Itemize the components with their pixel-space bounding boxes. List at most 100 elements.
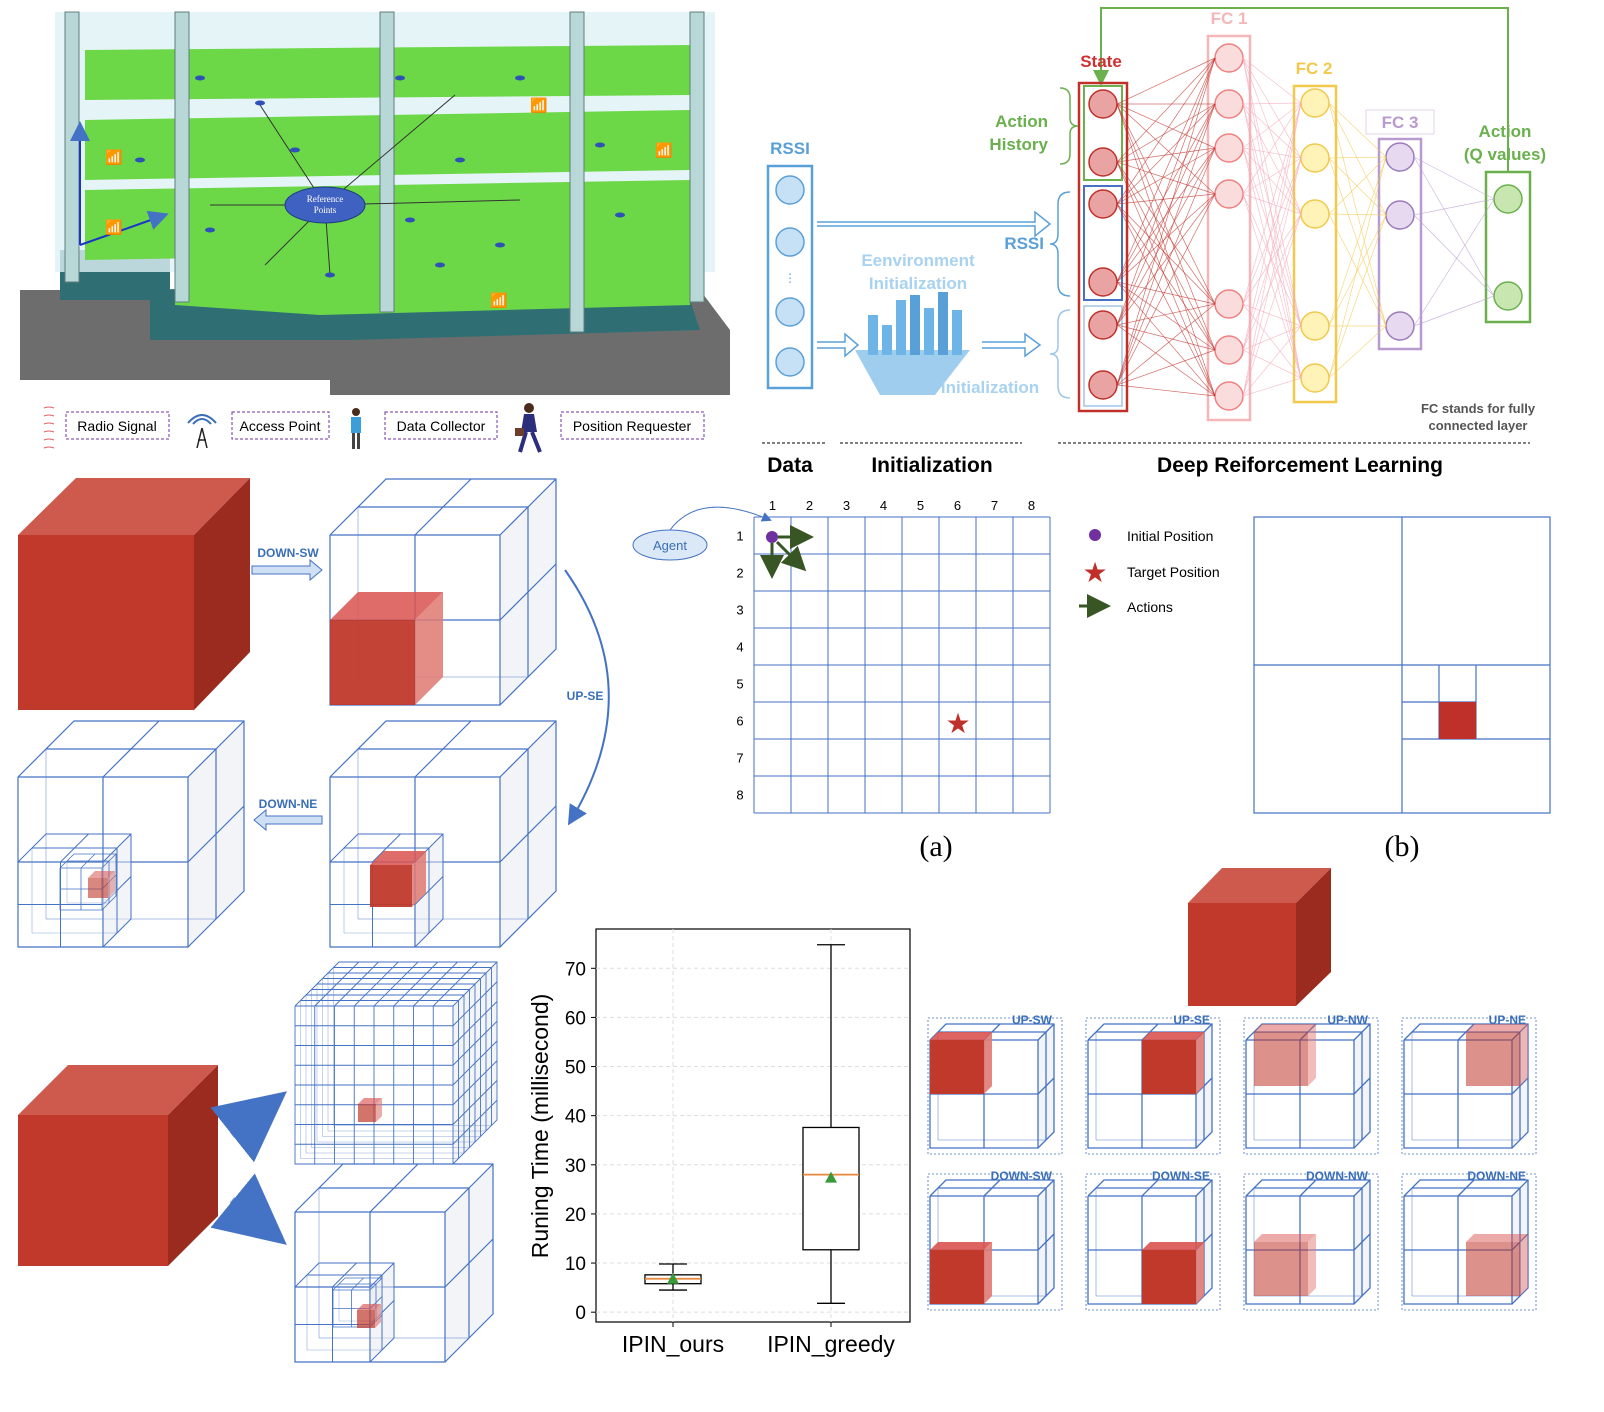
action-cube-up-sw: UP-SW [927,1013,1063,1155]
x-tick-label: IPIN_ours [622,1331,724,1357]
label-up-se: UP-SE [567,689,604,703]
legend-actions: Actions [1127,599,1173,615]
col-label: 8 [1028,498,1035,513]
action-cube-up-ne: UP-NE [1401,1013,1537,1155]
caption-b: (b) [1385,830,1420,863]
access-point-icons: 📶 📶 📶 📶 📶 [105,97,672,309]
legend-access-point: Access Point [240,418,321,434]
legend-initial: Initial Position [1127,528,1213,544]
action-label: Action(Q values) [1464,122,1546,164]
octree-cube [294,1163,494,1363]
access-point-icon [187,414,217,449]
initial-position-marker [766,531,778,543]
action-cube-label: UP-NW [1327,1013,1368,1027]
row-label: 3 [736,603,743,618]
position-requester-icon [515,403,542,453]
legend-radio-signal: Radio Signal [77,418,156,434]
box-IPIN_ours [644,1263,702,1291]
fc1-layer [1206,34,1252,422]
action-cube-up-nw: UP-NW [1243,1013,1379,1155]
target-cell [1439,702,1476,739]
y-tick-label: 40 [565,1107,586,1128]
label-down-ne: DOWN-NE [259,797,318,811]
col-label: 1 [769,498,776,513]
action-cube-label: DOWN-SE [1152,1169,1210,1183]
radio-signal-icon [43,406,55,449]
target-position-marker: ★ [945,708,970,739]
legend-target: Target Position [1127,564,1220,580]
action-cube-label: UP-NE [1489,1013,1526,1027]
fc1-label: FC 1 [1211,9,1248,28]
wire-cube-down-ne [17,720,245,948]
wire-cube-down-sw [329,478,557,706]
y-tick-label: 70 [565,959,586,980]
red-cube-3 [1188,868,1331,1006]
svg-text:Points: Points [314,205,337,215]
stage-data: Data [767,454,813,477]
cube-refinement-comparison [18,961,498,1363]
y-tick-label: 50 [565,1058,586,1079]
svg-text:📶: 📶 [530,97,547,114]
action-cube-down-sw: DOWN-SW [927,1169,1063,1311]
reference-points-label: Reference [307,194,343,204]
state-label: State [1080,52,1122,71]
action-cube-down-se: DOWN-SE [1085,1169,1221,1311]
row-label: 8 [736,788,743,803]
x-tick-label: IPIN_greedy [767,1331,895,1357]
quadtree-grid-b: (b) [1253,516,1551,863]
dense-grid-cube [294,961,498,1165]
row-label: 2 [736,566,743,581]
col-label: 5 [917,498,924,513]
row-label: 4 [736,640,743,655]
svg-text:📶: 📶 [490,292,507,309]
fc3-layer [1377,137,1423,351]
svg-text:📶: 📶 [655,142,672,159]
rssi-input-layer [766,164,814,390]
wire-cube-up-se [329,720,557,948]
stage-drl: Deep Reiforcement Learning [1157,454,1443,477]
cube-subdivision-sequence: DOWN-SW UP-SE DOWN-NE [17,478,610,948]
building-legend: Radio Signal Access Point Data Collector… [43,403,705,453]
action-cube-label: UP-SE [1173,1013,1210,1027]
init-label: Initialization [941,378,1039,397]
stage-init: Initialization [871,454,992,477]
fc3-label: FC 3 [1382,113,1419,132]
rssi-input-label: RSSI [770,139,810,158]
state-layer [1077,81,1129,413]
rssi-state-label: RSSI [1004,234,1044,253]
label-down-sw: DOWN-SW [257,546,319,560]
data-collector-icon [351,408,361,449]
action-cube-label: DOWN-NE [1467,1169,1526,1183]
action-layer [1484,170,1532,324]
action-cube-label: DOWN-SW [991,1169,1053,1183]
y-axis-label: Runing Time (millisecond) [527,994,553,1259]
environment-initialization-icon [855,292,970,395]
col-label: 3 [843,498,850,513]
box-IPIN_greedy [802,944,860,1304]
action-cube-down-nw: DOWN-NW [1243,1169,1379,1311]
y-tick-label: 10 [565,1254,586,1275]
col-label: 6 [954,498,961,513]
row-label: 6 [736,714,743,729]
col-label: 4 [880,498,887,513]
reference-points-marker: Reference Points [210,94,521,276]
y-tick-label: 30 [565,1156,586,1177]
legend-position-requester: Position Requester [573,418,692,434]
action-cube-label: DOWN-NW [1306,1169,1369,1183]
col-label: 7 [991,498,998,513]
plot-area [595,928,911,1323]
y-tick-label: 60 [565,1008,586,1029]
svg-text:📶: 📶 [105,149,122,166]
action-cube-down-ne: DOWN-NE [1401,1169,1537,1311]
row-label: 7 [736,751,743,766]
action-cube-label: UP-SW [1012,1013,1053,1027]
row-label: 1 [736,529,743,544]
red-cube-1 [18,478,250,710]
red-cube-2 [18,1065,218,1266]
